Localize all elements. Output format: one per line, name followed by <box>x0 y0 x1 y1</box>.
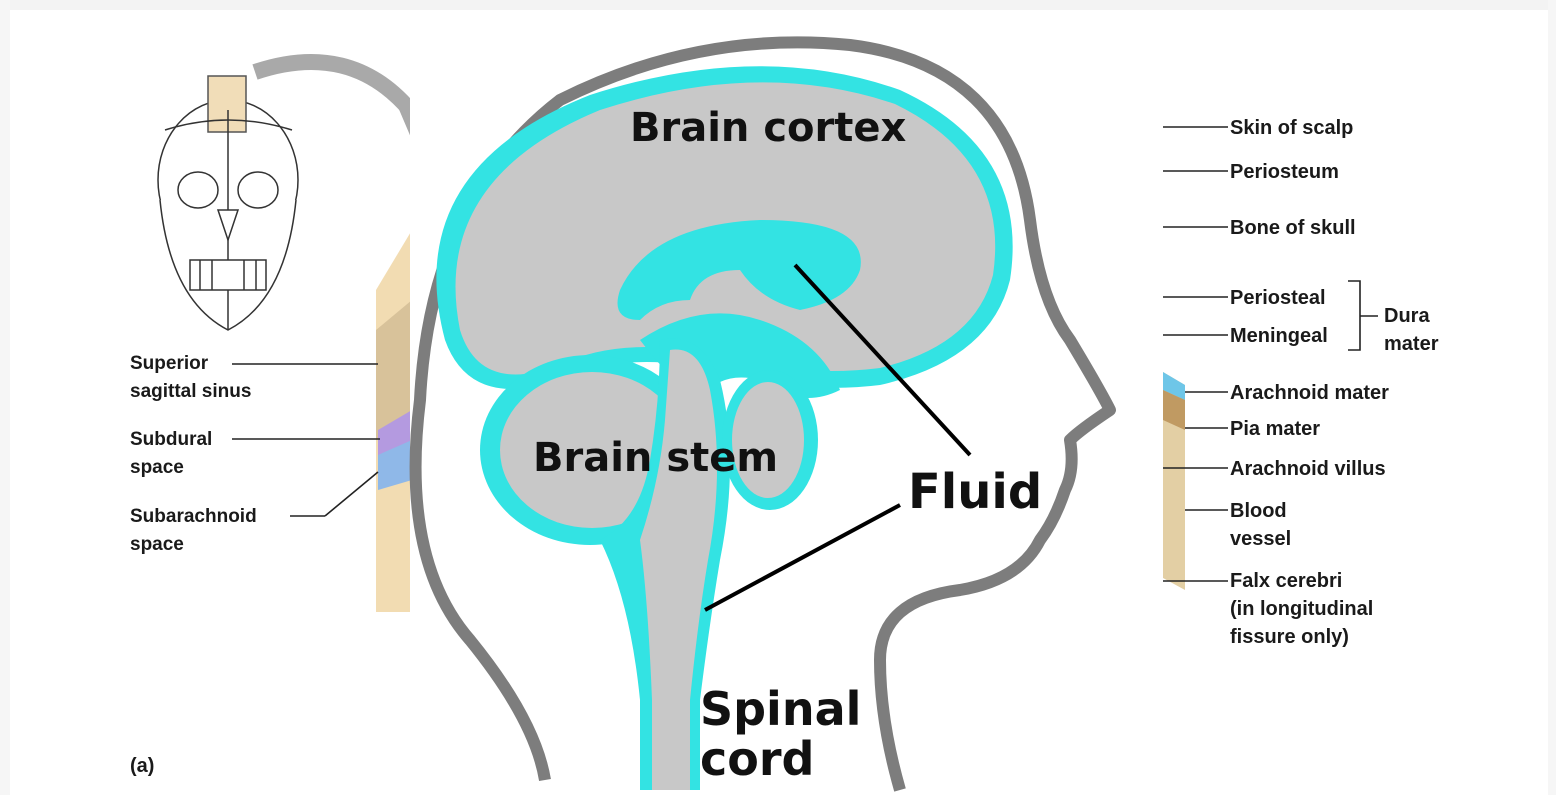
label-line: Blood <box>1230 497 1291 525</box>
label-falx-cerebri: Falx cerebri (in longitudinal fissure on… <box>1230 567 1373 651</box>
label-line: Superior <box>130 350 251 378</box>
left-tissue-section <box>376 230 412 612</box>
label-skin-of-scalp: Skin of scalp <box>1230 114 1353 142</box>
label-line: Spinal <box>700 684 861 734</box>
label-line: vessel <box>1230 525 1291 553</box>
label-superior-sagittal-sinus: Superior sagittal sinus <box>130 350 251 406</box>
label-periosteal: Periosteal <box>1230 284 1326 312</box>
label-dura-mater: Dura mater <box>1384 302 1438 358</box>
left-leader-lines <box>232 364 380 516</box>
label-meningeal: Meningeal <box>1230 322 1328 350</box>
label-line: Subdural <box>130 426 212 454</box>
label-periosteum: Periosteum <box>1230 158 1339 186</box>
label-subdural-space: Subdural space <box>130 426 212 482</box>
panel-letter: (a) <box>130 752 154 780</box>
label-line: mater <box>1384 330 1438 358</box>
label-arachnoid-mater: Arachnoid mater <box>1230 379 1389 407</box>
label-line: space <box>130 454 212 482</box>
label-spinal-cord: Spinal cord <box>700 684 861 784</box>
label-line: sagittal sinus <box>130 378 251 406</box>
label-bone-of-skull: Bone of skull <box>1230 214 1356 242</box>
label-line: Dura <box>1384 302 1438 330</box>
label-brain-cortex: Brain cortex <box>630 105 906 151</box>
label-line: cord <box>700 734 861 784</box>
skull-icon <box>158 76 298 330</box>
label-arachnoid-villus: Arachnoid villus <box>1230 455 1386 483</box>
label-fluid: Fluid <box>908 464 1042 520</box>
curved-arrow <box>255 62 410 110</box>
label-subarachnoid-space: Subarachnoid space <box>130 503 257 559</box>
label-line: space <box>130 531 257 559</box>
label-line: Subarachnoid <box>130 503 257 531</box>
right-tissue-section <box>1163 372 1185 590</box>
label-blood-vessel: Blood vessel <box>1230 497 1291 553</box>
label-brain-stem: Brain stem <box>533 435 778 481</box>
label-pia-mater: Pia mater <box>1230 415 1320 443</box>
label-line: fissure only) <box>1230 623 1373 651</box>
label-line: (in longitudinal <box>1230 595 1373 623</box>
label-line: Falx cerebri <box>1230 567 1373 595</box>
